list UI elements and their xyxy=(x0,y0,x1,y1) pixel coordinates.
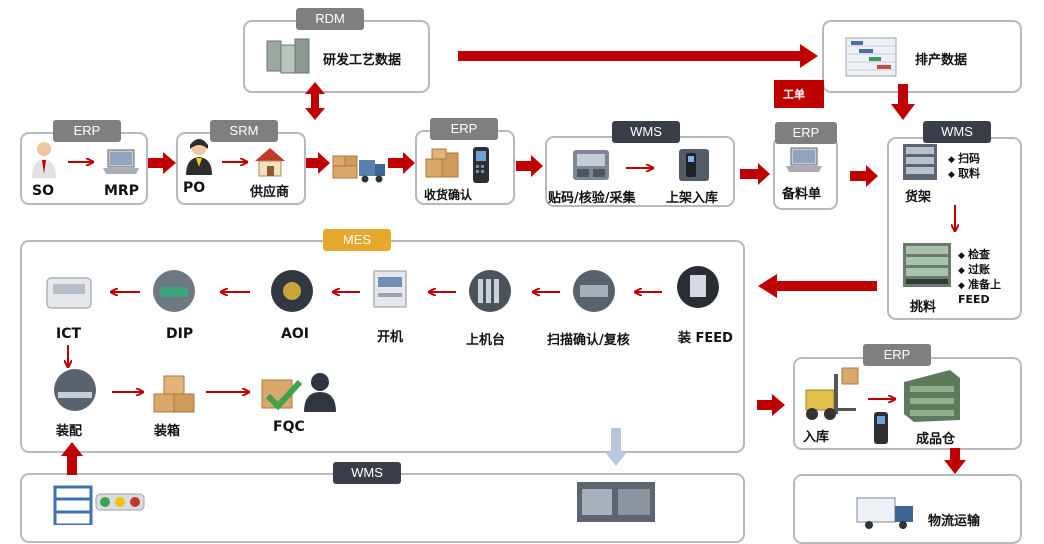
tag-erp-receive: ERP xyxy=(430,118,498,140)
label-shelving: 上架入库 xyxy=(666,191,719,206)
shelf-step-take: 取料 xyxy=(948,167,980,182)
ict-tester-icon xyxy=(46,277,92,309)
label-label-verify-collect: 贴码/核验/采集 xyxy=(548,191,636,206)
arrow-srm-truck xyxy=(306,152,330,174)
barcode-scanner-icon xyxy=(473,147,489,183)
labeling-station-icon xyxy=(573,150,609,180)
work-order-label: 工单 xyxy=(783,88,805,101)
arrow-wms-up-assembly xyxy=(61,442,83,475)
shelf-step-scan: 扫码 xyxy=(948,152,980,167)
picking-step-post: 过账 xyxy=(958,263,1018,278)
label-scan-review: 扫描确认/复核 xyxy=(547,333,630,348)
feed-loader-icon xyxy=(677,266,719,308)
label-start-machine: 开机 xyxy=(377,330,404,345)
tag-rdm: RDM xyxy=(296,8,364,30)
label-rd-process-data: 研发工艺数据 xyxy=(323,53,402,68)
arrow-shelf-to-mes xyxy=(758,274,877,298)
arrow-mes-to-finished xyxy=(757,394,785,416)
packing-boxes-icon xyxy=(153,375,195,413)
label-feed: 装 FEED xyxy=(678,331,733,346)
label-stock-in: 入库 xyxy=(803,430,830,445)
label-packing: 装箱 xyxy=(154,424,181,439)
scan-review-icon xyxy=(573,270,615,312)
label-assembly: 装配 xyxy=(56,424,83,439)
label-finished-warehouse: 成品仓 xyxy=(916,432,956,447)
tag-mes: MES xyxy=(323,229,391,251)
label-po: PO xyxy=(183,180,206,196)
label-mrp: MRP xyxy=(104,183,139,199)
arrow-receive-wms xyxy=(516,155,543,177)
warehouse-photo-icon xyxy=(577,482,655,522)
shelf-steps: 扫码 取料 xyxy=(948,152,980,182)
shelf-rack-icon xyxy=(903,144,937,180)
picking-rack-icon xyxy=(903,243,951,287)
arrow-wms-material xyxy=(740,163,770,185)
tag-erp-so: ERP xyxy=(53,120,121,142)
rdm-panels-icon xyxy=(266,38,310,74)
storage-rack-icon xyxy=(53,485,93,525)
supplier-house-icon xyxy=(255,148,285,177)
label-so: SO xyxy=(32,183,54,199)
smt-machine-icon xyxy=(373,270,407,308)
logistics-truck-icon xyxy=(856,497,913,529)
shelving-scanner-icon xyxy=(679,149,709,181)
arrow-rdm-to-schedule xyxy=(458,44,818,68)
tag-erp-material: ERP xyxy=(775,122,837,144)
arrow-so-srm xyxy=(148,152,176,174)
tag-srm: SRM xyxy=(210,120,278,142)
label-ict: ICT xyxy=(56,326,82,342)
material-list-laptop-icon xyxy=(786,147,822,172)
label-load-machine: 上机台 xyxy=(466,333,506,348)
dip-insertion-icon xyxy=(153,270,195,312)
arrow-truck-receive xyxy=(388,152,415,174)
arrow-finished-logistics xyxy=(944,448,966,474)
tag-wms-bottom: WMS xyxy=(333,462,401,484)
label-supplier: 供应商 xyxy=(250,185,290,200)
work-order-block xyxy=(774,80,824,108)
picking-steps: 检查 过账 准备上FEED xyxy=(958,248,1018,306)
delivery-truck-icon xyxy=(332,155,385,183)
arrow-material-shelf xyxy=(850,165,878,187)
load-machine-icon xyxy=(469,270,511,312)
picking-step-prepare: 准备上FEED xyxy=(958,278,1018,306)
gantt-chart-icon xyxy=(845,37,897,77)
label-fqc: FQC xyxy=(273,419,305,435)
laptop-icon xyxy=(103,149,139,174)
label-receiving-confirm: 收货确认 xyxy=(424,188,473,202)
purchaser-icon xyxy=(186,139,212,175)
picking-step-check: 检查 xyxy=(958,248,1018,263)
label-shelf: 货架 xyxy=(905,190,932,205)
label-schedule-data: 排产数据 xyxy=(915,53,968,68)
label-picking: 挑料 xyxy=(910,300,937,315)
label-aoi: AOI xyxy=(281,326,309,342)
arrow-rdm-vertical xyxy=(305,82,325,120)
assembly-line-icon xyxy=(54,369,96,411)
aoi-inspection-icon xyxy=(271,270,313,312)
forklift-icon xyxy=(805,367,859,420)
arrow-schedule-down xyxy=(891,84,915,120)
label-logistics: 物流运输 xyxy=(928,514,981,529)
arrow-mes-down-blue xyxy=(605,428,627,466)
fqc-approved-icon xyxy=(261,373,336,412)
handheld-scanner-icon xyxy=(874,412,888,444)
receiving-boxes-icon xyxy=(425,148,459,178)
tag-wms-label: WMS xyxy=(612,121,680,143)
salesperson-icon xyxy=(32,142,56,178)
traffic-light-icon xyxy=(95,493,145,511)
flow-arrows xyxy=(61,44,966,475)
label-dip: DIP xyxy=(166,326,194,342)
tag-erp-finished: ERP xyxy=(863,344,931,366)
label-material-list: 备料单 xyxy=(782,187,822,202)
tag-wms-shelf: WMS xyxy=(923,121,991,143)
warehouse-rack-icon xyxy=(904,370,960,422)
